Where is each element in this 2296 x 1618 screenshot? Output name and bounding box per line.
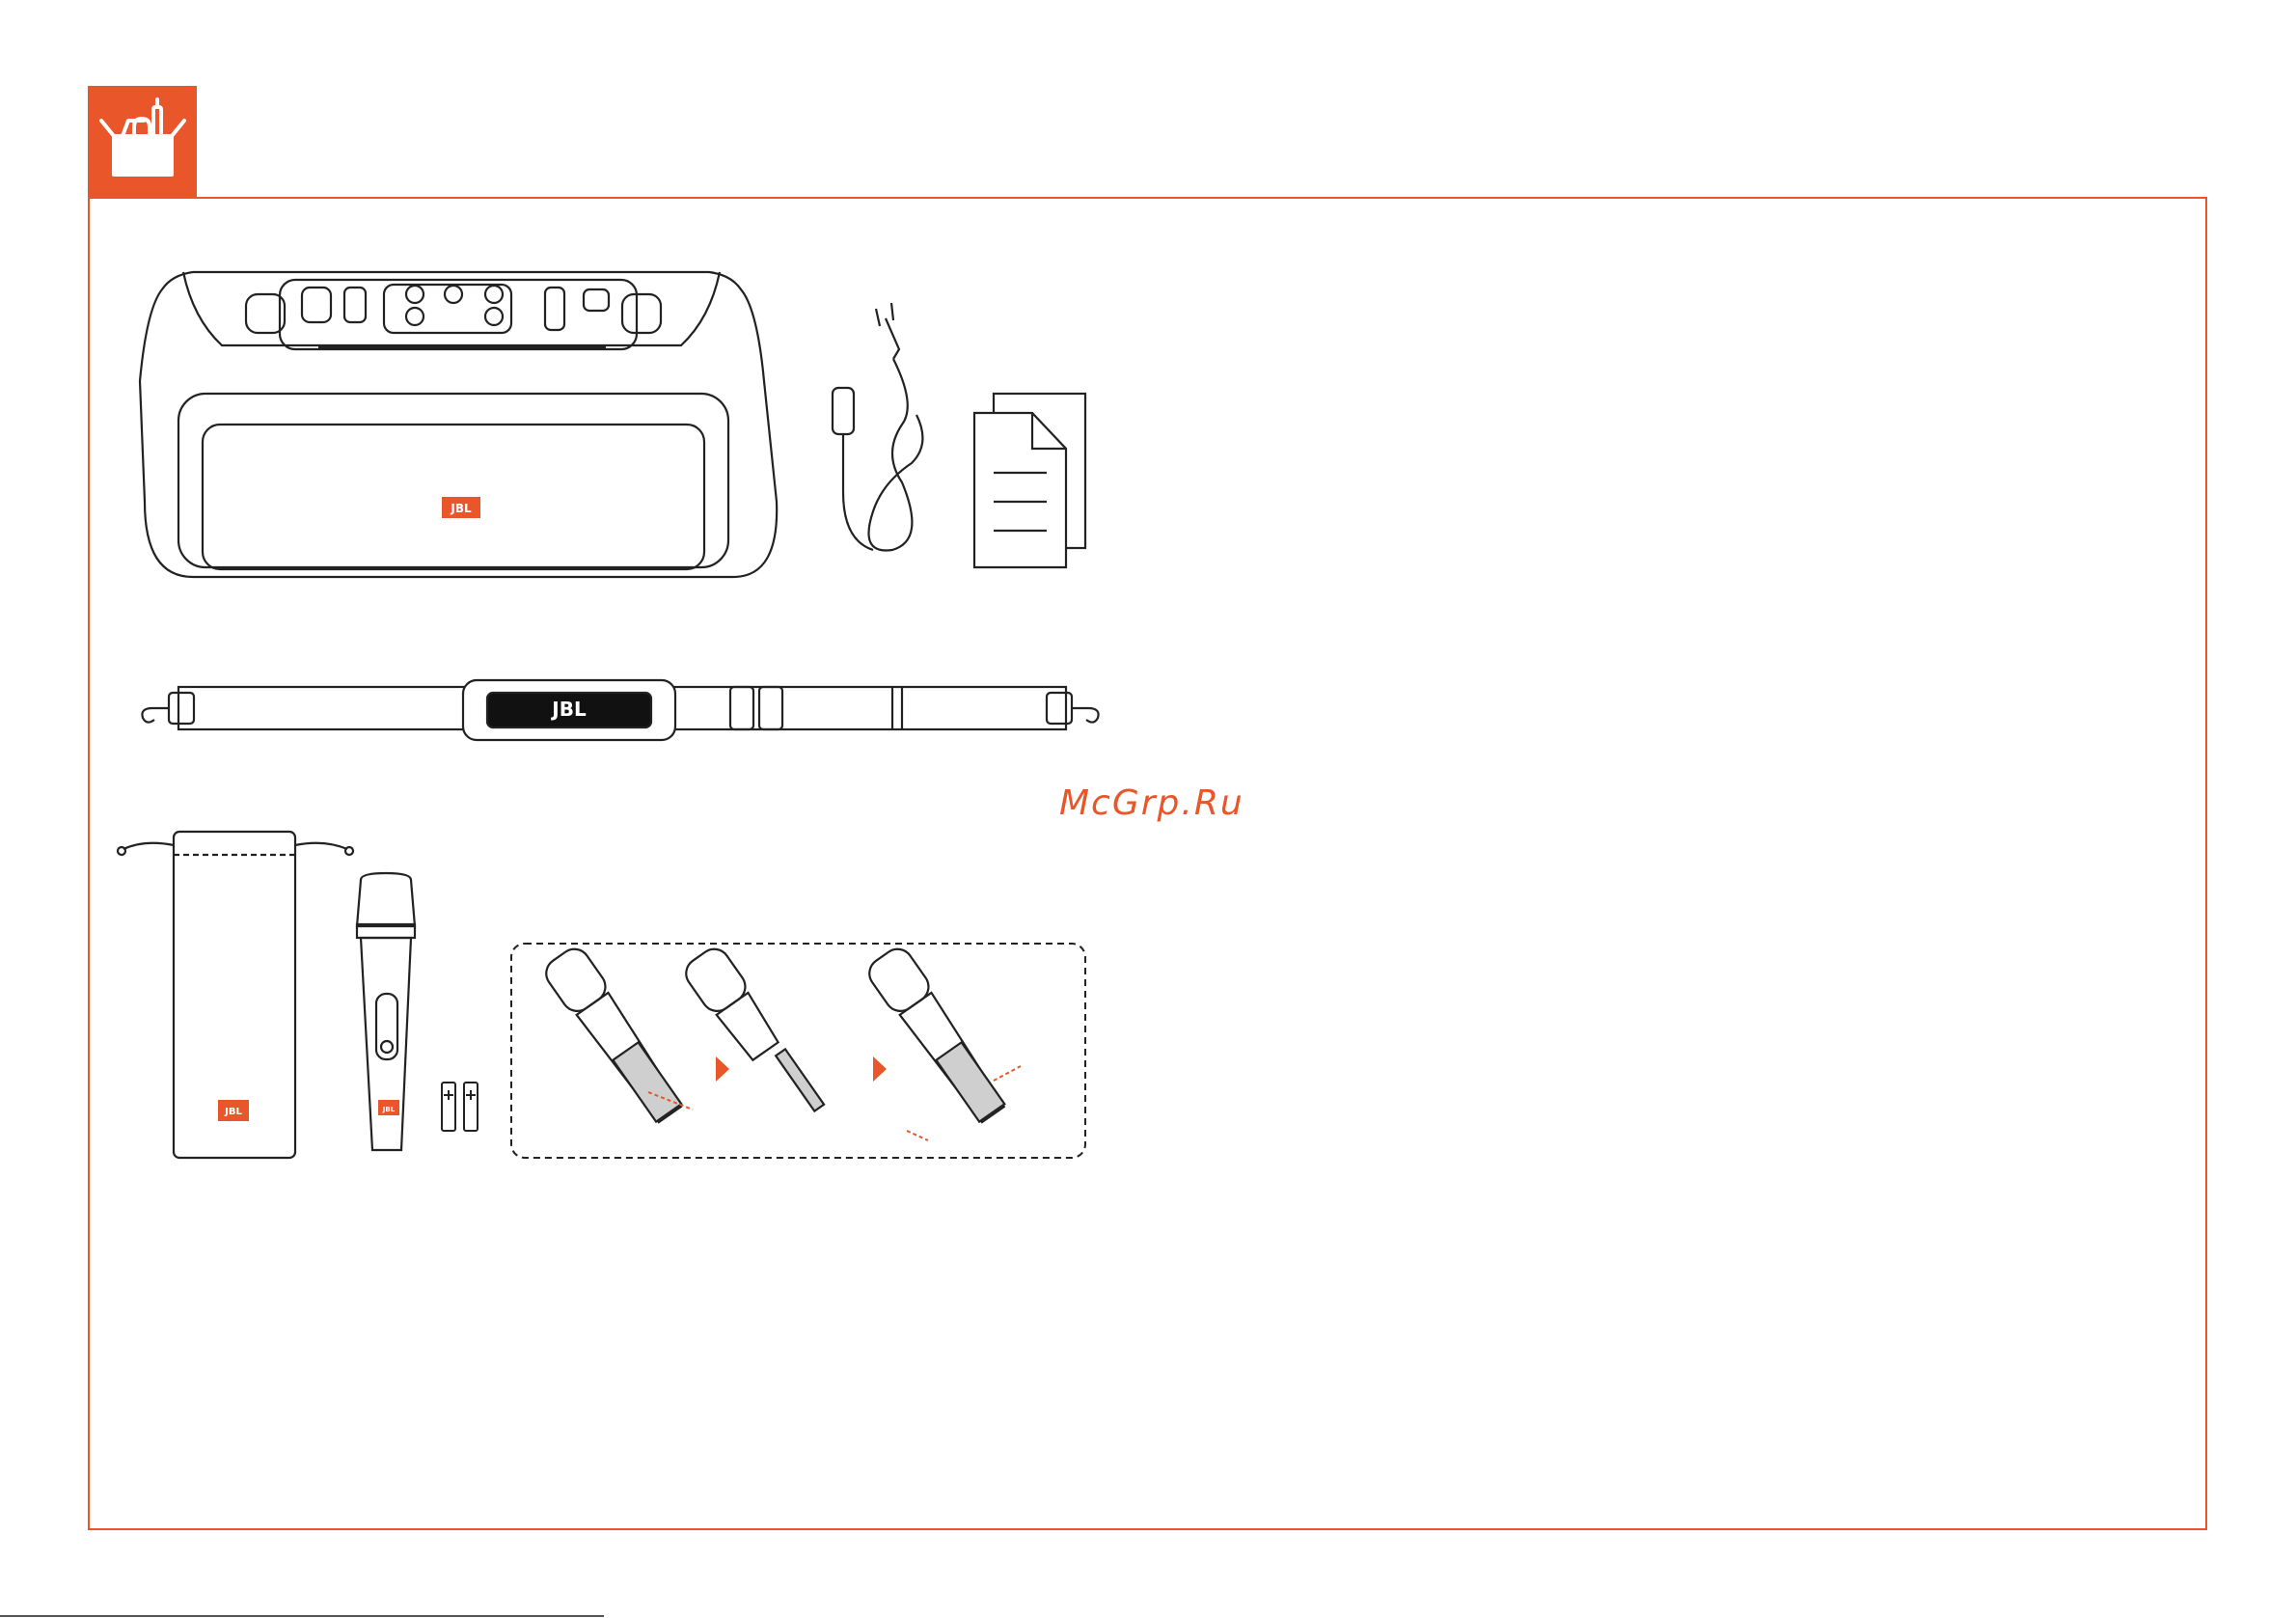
- speaker-brand-badge: JBL: [442, 497, 480, 518]
- documents-icon: [974, 394, 1085, 567]
- party-speaker-icon: [140, 272, 777, 577]
- power-cord-icon: [833, 303, 922, 551]
- watermark: McGrp.Ru: [1059, 783, 1244, 823]
- shoulder-strap-icon: [142, 680, 1098, 740]
- battery-install-steps-icon: [511, 943, 1085, 1158]
- pouch-brand-label: JBL: [224, 1107, 242, 1117]
- strap-brand-label: JBL: [550, 698, 587, 721]
- microphone-brand-badge: JBL: [378, 1100, 399, 1115]
- aa-batteries-icon: [442, 1083, 478, 1131]
- pouch-brand-badge: JBL: [218, 1100, 249, 1121]
- footer-rule: [0, 1615, 604, 1617]
- speaker-brand-label: JBL: [450, 502, 472, 515]
- microphone-brand-label: JBL: [382, 1106, 396, 1113]
